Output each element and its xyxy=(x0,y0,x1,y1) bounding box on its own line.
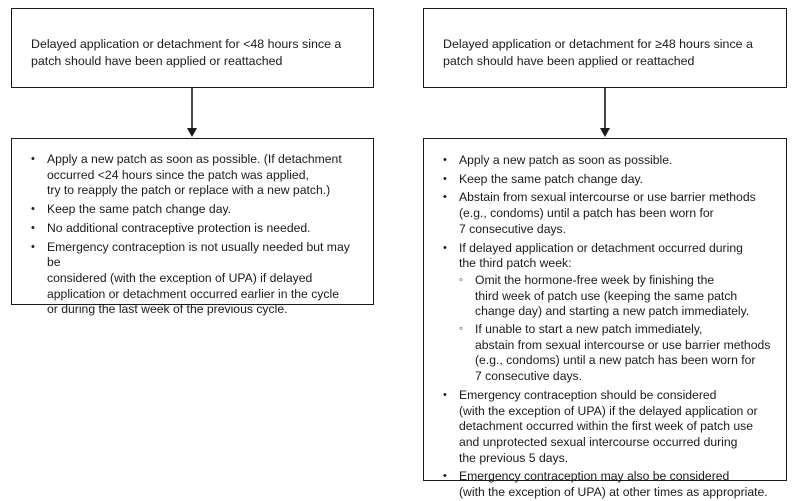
list-item: No additional contraceptive protection i… xyxy=(31,221,365,237)
left-arrow-icon xyxy=(187,88,197,137)
right-heading-text: Delayed application or detachment for ≥4… xyxy=(443,37,753,68)
right-bullet-list: Apply a new patch as soon as possible. K… xyxy=(424,139,786,501)
sub-list-item: Omit the hormone-free week by finishing … xyxy=(459,273,780,320)
right-heading-box: Delayed application or detachment for ≥4… xyxy=(423,8,787,88)
left-bullet-list: Apply a new patch as soon as possible. (… xyxy=(12,139,373,318)
left-guidance-box: Apply a new patch as soon as possible. (… xyxy=(11,138,374,316)
left-heading-text: Delayed application or detachment for <4… xyxy=(31,37,342,68)
list-item: Keep the same patch change day. xyxy=(31,202,365,218)
list-item: If delayed application or detachment occ… xyxy=(443,241,780,385)
sub-list-item: If unable to start a new patch immediate… xyxy=(459,322,780,385)
left-heading-box: Delayed application or detachment for <4… xyxy=(11,8,374,88)
list-item: Apply a new patch as soon as possible. xyxy=(443,153,780,169)
right-guidance-box: Apply a new patch as soon as possible. K… xyxy=(423,138,787,499)
third-week-sublist: Omit the hormone-free week by finishing … xyxy=(459,273,780,385)
list-item: Emergency contraception should be consid… xyxy=(443,388,780,467)
list-item: Apply a new patch as soon as possible. (… xyxy=(31,152,365,199)
list-item: Abstain from sexual intercourse or use b… xyxy=(443,190,780,237)
list-item: Emergency contraception may also be cons… xyxy=(443,469,780,500)
right-arrow-icon xyxy=(600,88,610,137)
list-item: Emergency contraception is not usually n… xyxy=(31,240,365,319)
list-item: Keep the same patch change day. xyxy=(443,172,780,188)
